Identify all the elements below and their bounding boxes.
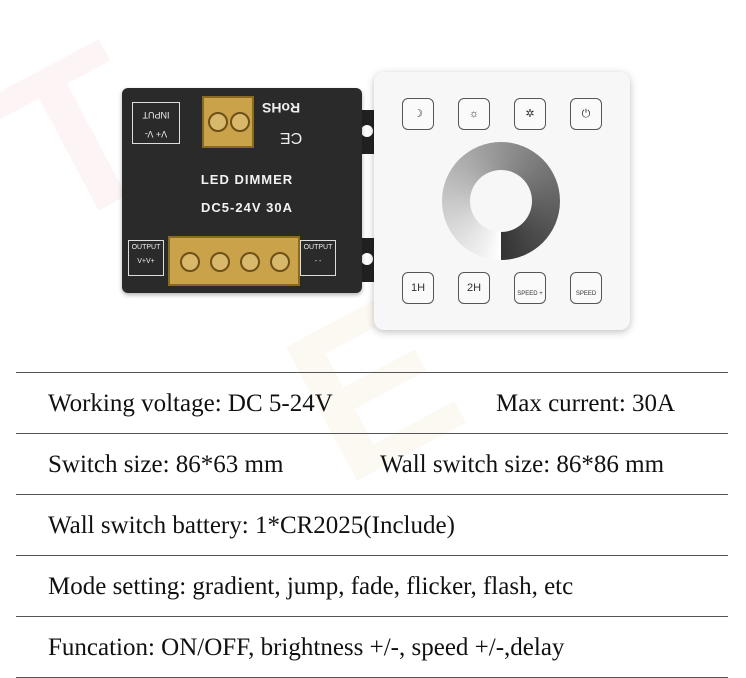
speed-down-button: SPEED: [570, 272, 602, 304]
spec-text: Switch size: 86*63 mm: [48, 451, 284, 478]
dimmer-body: V+ V- INPUT RoHS CE LED DIMMER DC5-24V 3…: [122, 88, 362, 293]
speed-up-button: SPEED +: [514, 272, 546, 304]
spec-text: Working voltage: DC 5-24V: [48, 390, 333, 417]
output-label-right: OUTPUT - -: [300, 240, 336, 276]
sun-icon: ☼: [458, 98, 490, 130]
rohs-mark: RoHS: [262, 100, 301, 116]
spec-row: Mode setting: gradient, jump, fade, flic…: [16, 555, 728, 616]
input-label: V+ V- INPUT: [132, 102, 180, 144]
spec-row: Wall switch battery: 1*CR2025(Include): [16, 494, 728, 555]
timer-1h-button: 1H: [402, 272, 434, 304]
output-terminal: [168, 236, 300, 286]
mode-icon: ✲: [514, 98, 546, 130]
dimmer-spec: DC5-24V 30A: [201, 200, 293, 215]
timer-2h-button: 2H: [458, 272, 490, 304]
power-icon: ⏻: [570, 98, 602, 130]
spec-text: Mode setting: gradient, jump, fade, flic…: [48, 573, 574, 600]
wall-switch-image: ☽ ☼ ✲ ⏻ 1H 2H SPEED + SPEED: [374, 72, 630, 330]
spec-text: Funcation: ON/OFF, brightness +/-, speed…: [48, 634, 565, 661]
dimmer-title: LED DIMMER: [200, 172, 294, 187]
moon-icon: ☽: [402, 98, 434, 130]
spec-text: Wall switch battery: 1*CR2025(Include): [48, 512, 455, 539]
output-label-left: OUTPUT V+V+: [128, 240, 164, 276]
touch-dimmer-ring: [442, 142, 560, 260]
ce-mark: CE: [280, 129, 303, 146]
spec-row: Working voltage: DC 5-24V Max current: 3…: [16, 372, 728, 433]
spec-text: Max current: 30A: [496, 390, 676, 417]
spec-row: Switch size: 86*63 mm Wall switch size: …: [16, 433, 728, 494]
led-dimmer-image: V+ V- INPUT RoHS CE LED DIMMER DC5-24V 3…: [92, 88, 384, 293]
input-terminal: [202, 96, 254, 148]
spec-row: Funcation: ON/OFF, brightness +/-, speed…: [16, 616, 728, 678]
spec-text: Wall switch size: 86*86 mm: [380, 451, 665, 478]
spec-table: Working voltage: DC 5-24V Max current: 3…: [16, 372, 728, 678]
